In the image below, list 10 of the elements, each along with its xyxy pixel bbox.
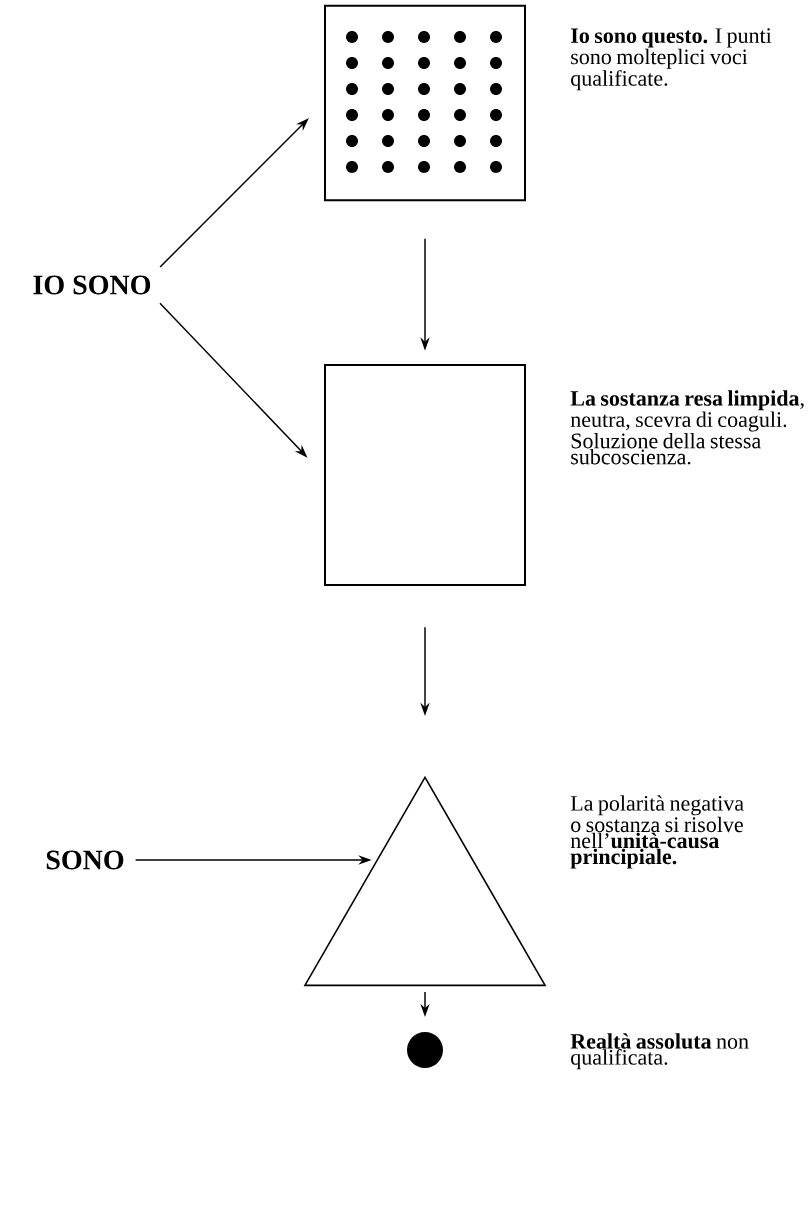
dot	[407, 1032, 443, 1068]
description-text: Realtà assoluta non qualificata.	[570, 1033, 749, 1070]
dotted-square	[324, 4, 526, 202]
description-text: La polarità negativa o sostanza si risolve nell’unità-causa principiale.	[570, 795, 744, 869]
description-text: Io sono questo. I punti sono molteplici voci qualificate.	[571, 28, 772, 91]
heading-text: SONO	[46, 850, 124, 870]
heading-text: IO SONO	[33, 275, 151, 295]
description-text: La sostanza resa limpida, neutra, scevra di coaguli. Soluzione della stessa subcoscienza.	[570, 390, 804, 465]
square	[324, 364, 526, 586]
arrow	[159, 118, 309, 268]
